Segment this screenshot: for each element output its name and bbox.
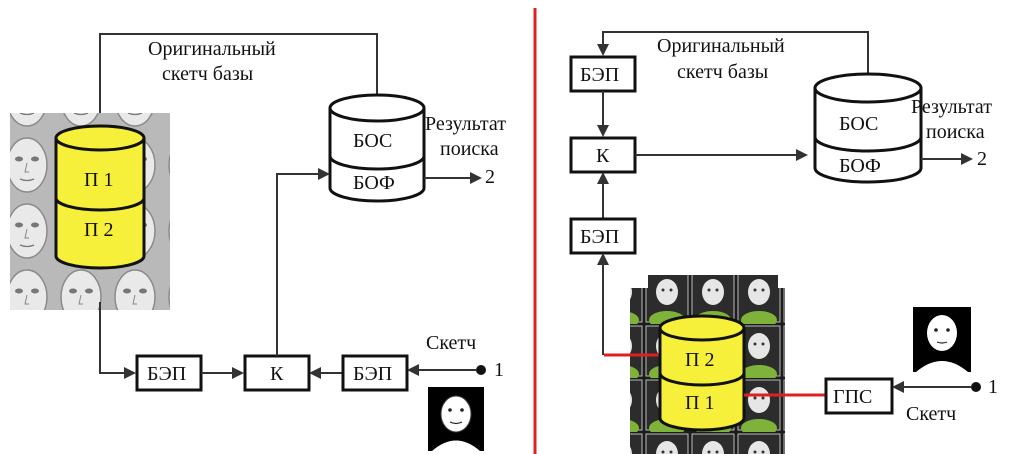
right-original-sketch-loop	[602, 31, 869, 78]
left-k-to-result-arrowhead	[318, 168, 330, 180]
right-bepmid-to-k-arrowhead	[597, 172, 609, 184]
left-sketch-arrowhead	[407, 364, 419, 376]
right-db-label-bos: БОС	[839, 113, 878, 135]
left-original-sketch-label-line1: Оригинальный	[148, 38, 276, 60]
left-bep-to-k-arrowhead	[232, 367, 244, 379]
right-result-label-line2: поиска	[926, 121, 985, 143]
left-box-bep-2-label: БЭП	[353, 363, 392, 385]
right-sketch-label: Скетч	[906, 403, 956, 425]
right-result-label-line1: Результат	[911, 96, 992, 118]
left-original-sketch-label-line2: скетч базы	[162, 63, 253, 85]
left-db-label-bof: БОФ	[353, 172, 395, 194]
left-k-to-result-line	[276, 173, 318, 356]
left-result-number: 2	[485, 166, 495, 188]
right-k-to-result-arrowhead	[796, 149, 808, 161]
left-db-label-p2: П 2	[84, 219, 113, 241]
right-db-to-bep-arrowhead	[597, 253, 609, 265]
left-result-arrowhead	[470, 172, 482, 184]
right-loop-arrowhead	[597, 44, 609, 56]
left-result-database	[328, 93, 426, 203]
left-db-label-bos: БОС	[353, 130, 392, 152]
left-box-k-label: К	[270, 363, 284, 385]
right-sketch-arrowhead	[892, 381, 904, 393]
right-result-arrowhead	[961, 153, 973, 165]
right-diagram: Оригинальный скетч базы БЭП К БОС БОФ Ре…	[569, 31, 998, 454]
right-db-label-p1: П 1	[685, 392, 714, 414]
right-box-gps-label: ГПС	[833, 386, 872, 408]
right-result-database	[813, 72, 923, 184]
right-box-gps	[824, 377, 894, 415]
right-sketch-number: 1	[988, 376, 998, 398]
right-box-k	[569, 136, 637, 174]
right-main-database	[658, 314, 746, 432]
right-sketch-input-dot	[971, 382, 981, 392]
right-result-number: 2	[977, 148, 987, 170]
right-box-k-label: К	[596, 145, 610, 167]
right-sketch-thumbnail	[913, 307, 971, 372]
left-sketch-label: Скетч	[426, 332, 476, 354]
right-original-sketch-label-line2: скетч базы	[677, 61, 768, 83]
right-db-label-p2: П 2	[685, 349, 714, 371]
left-result-label-line1: Результат	[425, 113, 506, 135]
left-box-bep-1-label: БЭП	[147, 363, 186, 385]
left-box-bep-2	[341, 354, 409, 392]
left-db-to-bep-arrowhead	[124, 367, 136, 379]
left-sketch-thumbnail	[428, 387, 484, 451]
left-original-sketch-loop	[99, 33, 378, 162]
right-db-label-bof: БОФ	[839, 155, 881, 177]
left-diagram: Оригинальный скетч базы П 1 П 2 БОС БОФ …	[10, 33, 506, 451]
left-bep2-to-k-arrowhead	[309, 367, 321, 379]
right-beptop-to-k-arrowhead	[597, 125, 609, 137]
right-original-sketch-label-line1: Оригинальный	[657, 35, 785, 57]
left-sketch-number: 1	[494, 359, 504, 381]
left-db-to-bep-line	[99, 302, 124, 374]
right-box-bep-top-label: БЭП	[580, 64, 619, 86]
left-db-label-p1: П 1	[84, 169, 113, 191]
right-box-bep-mid	[569, 217, 637, 255]
left-sketch-input-dot	[476, 365, 486, 375]
right-box-bep-mid-label: БЭП	[580, 226, 619, 248]
left-result-label-line2: поиска	[440, 138, 499, 160]
left-main-database	[54, 124, 146, 270]
